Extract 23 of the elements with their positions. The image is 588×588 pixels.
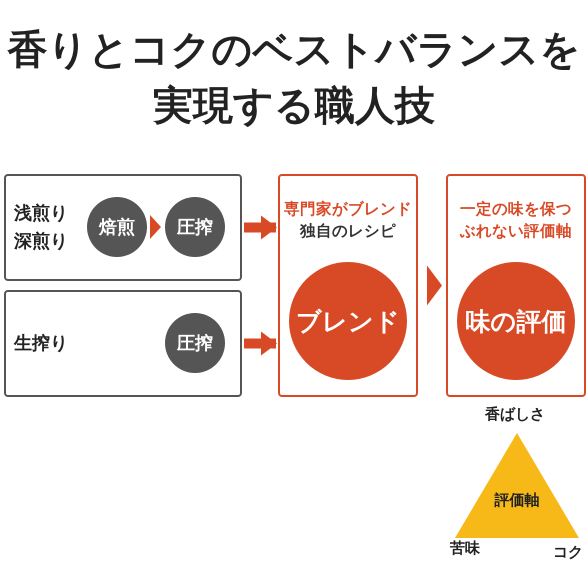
center-label: 評価軸 [493, 491, 540, 510]
axis-label: 香ばしさ [484, 404, 546, 424]
arrow [427, 266, 442, 306]
stage-label: 生搾り [14, 332, 69, 356]
step-circle: 焙煎 [87, 197, 147, 257]
stage-label: 浅煎り深煎り [14, 202, 69, 254]
arrow [244, 332, 277, 356]
arrow [150, 215, 161, 239]
description: 独自のレシピ [298, 221, 397, 242]
heading: 一定の味を保つぶれない評価軸 [458, 199, 573, 242]
step-circle: ブレンド [289, 262, 407, 380]
process-box [446, 174, 586, 397]
step-circle: 圧搾 [165, 197, 225, 257]
step-circle: 圧搾 [165, 313, 225, 373]
process-box [278, 174, 418, 397]
process-box [4, 174, 242, 281]
step-circle: 味の評価 [457, 262, 575, 380]
title: 香りとコクのベストバランスを実現する職人技 [6, 26, 582, 131]
arrow [244, 216, 277, 240]
axis-label: コク [552, 542, 584, 562]
axis-label: 苦味 [449, 538, 481, 558]
process-box [4, 290, 242, 397]
heading: 専門家がブレンド [283, 199, 413, 220]
